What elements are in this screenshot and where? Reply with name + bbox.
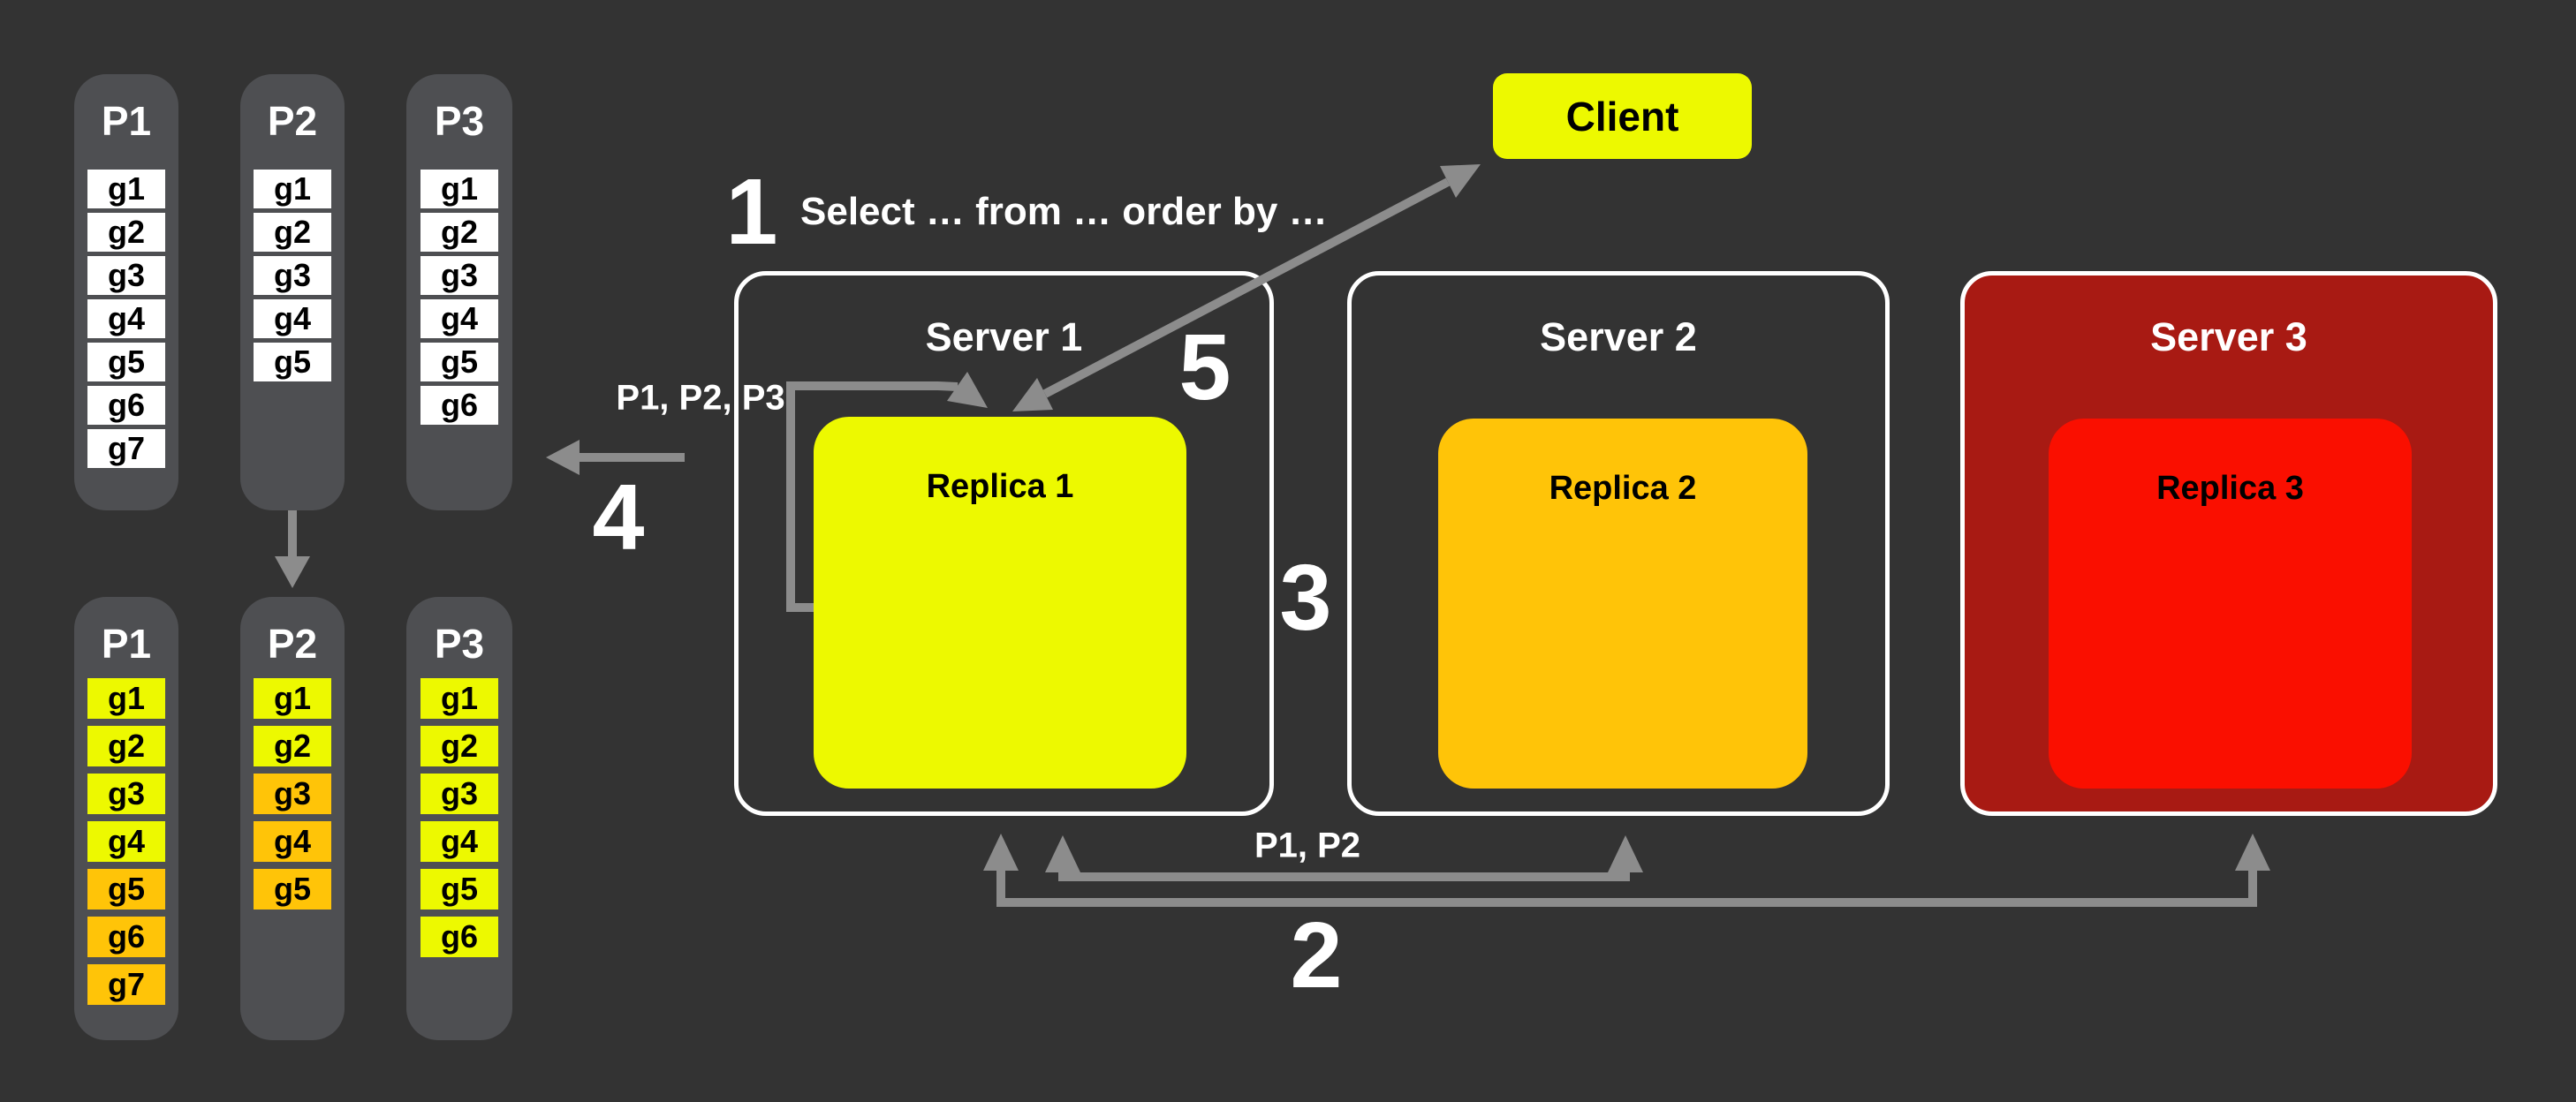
server-title: Server 2 [1540,314,1697,359]
group-cell: g4 [87,299,165,338]
server3-to-server1-fetch-arrow [983,834,2270,907]
group-cell: g6 [420,917,498,957]
query-text: Select … from … order by … [800,190,1328,233]
partition-bottom-p2: P2 g1 g2 g3 g4 g5 [240,597,345,1040]
group-cell: g3 [420,774,498,814]
group-cell: g2 [87,213,165,252]
partition-top-p2: P2 g1 g2 g3 g4 g5 [240,74,345,510]
group-cell: g5 [87,869,165,910]
group-cell: g2 [420,726,498,766]
group-cell: g1 [420,678,498,719]
group-cell: g6 [420,386,498,425]
partition-cells: g1 g2 g3 g4 g5 [240,170,345,381]
partition-bottom-p3: P3 g1 g2 g3 g4 g5 g6 [406,597,512,1040]
partition-title: P1 [101,621,152,667]
group-cell: g6 [87,917,165,957]
partitions-to-replica-label: P1, P2, P3 [616,378,785,418]
partition-top-p3: P3 g1 g2 g3 g4 g5 g6 [406,74,512,510]
server-3-box: Server 3 Replica 3 [1960,271,2497,816]
partition-title: P3 [434,98,485,144]
group-cell: g3 [87,256,165,295]
partitions-fetched-label: P1, P2 [1254,826,1361,865]
replica-3-box: Replica 3 [2049,419,2412,789]
step-3-number: 3 [1279,546,1332,650]
group-cell: g3 [87,774,165,814]
group-cell: g2 [254,726,331,766]
group-cell: g1 [254,678,331,719]
replica-label: Replica 2 [1549,470,1697,507]
server-2-box: Server 2 Replica 2 [1347,271,1890,816]
server-title: Server 3 [2150,314,2307,359]
group-cell: g4 [420,299,498,338]
group-cell: g2 [87,726,165,766]
partition-cells: g1 g2 g3 g4 g5 g6 g7 [74,678,178,1005]
partition-title: P2 [267,621,318,667]
group-cell: g4 [254,299,331,338]
group-cell: g5 [87,343,165,381]
group-cell: g1 [87,678,165,719]
group-cell: g2 [420,213,498,252]
group-cell: g3 [254,256,331,295]
partition-title: P1 [101,98,152,144]
group-cell: g7 [87,429,165,468]
group-cell: g7 [87,964,165,1005]
partition-cells: g1 g2 g3 g4 g5 g6 [406,678,512,957]
group-cell: g5 [254,869,331,910]
group-cell: g1 [254,170,331,208]
group-cell: g2 [254,213,331,252]
replica-label: Replica 1 [926,468,1074,505]
step-1-number: 1 [725,160,778,264]
partition-title: P3 [434,621,485,667]
partition-title: P2 [267,98,318,144]
group-cell: g5 [420,343,498,381]
partition-cells: g1 g2 g3 g4 g5 [240,678,345,910]
group-cell: g6 [87,386,165,425]
partition-cells: g1 g2 g3 g4 g5 g6 g7 [74,170,178,468]
group-cell: g1 [87,170,165,208]
client-box: Client [1493,73,1752,159]
partition-top-p1: P1 g1 g2 g3 g4 g5 g6 g7 [74,74,178,510]
partition-bottom-p1: P1 g1 g2 g3 g4 g5 g6 g7 [74,597,178,1040]
group-cell: g3 [420,256,498,295]
group-cell: g1 [420,170,498,208]
group-cell: g4 [420,821,498,862]
group-cell: g5 [254,343,331,381]
partition-sort-arrow [275,510,310,588]
replica-label: Replica 3 [2156,470,2304,507]
partition-cells: g1 g2 g3 g4 g5 g6 [406,170,512,425]
step-5-number: 5 [1178,315,1231,419]
group-cell: g5 [420,869,498,910]
replica-1-box: Replica 1 [814,417,1186,789]
step-2-number: 2 [1290,903,1343,1008]
group-cell: g4 [254,821,331,862]
group-cell: g4 [87,821,165,862]
replica-2-box: Replica 2 [1438,419,1807,789]
step-4-number: 4 [592,465,645,570]
group-cell: g3 [254,774,331,814]
